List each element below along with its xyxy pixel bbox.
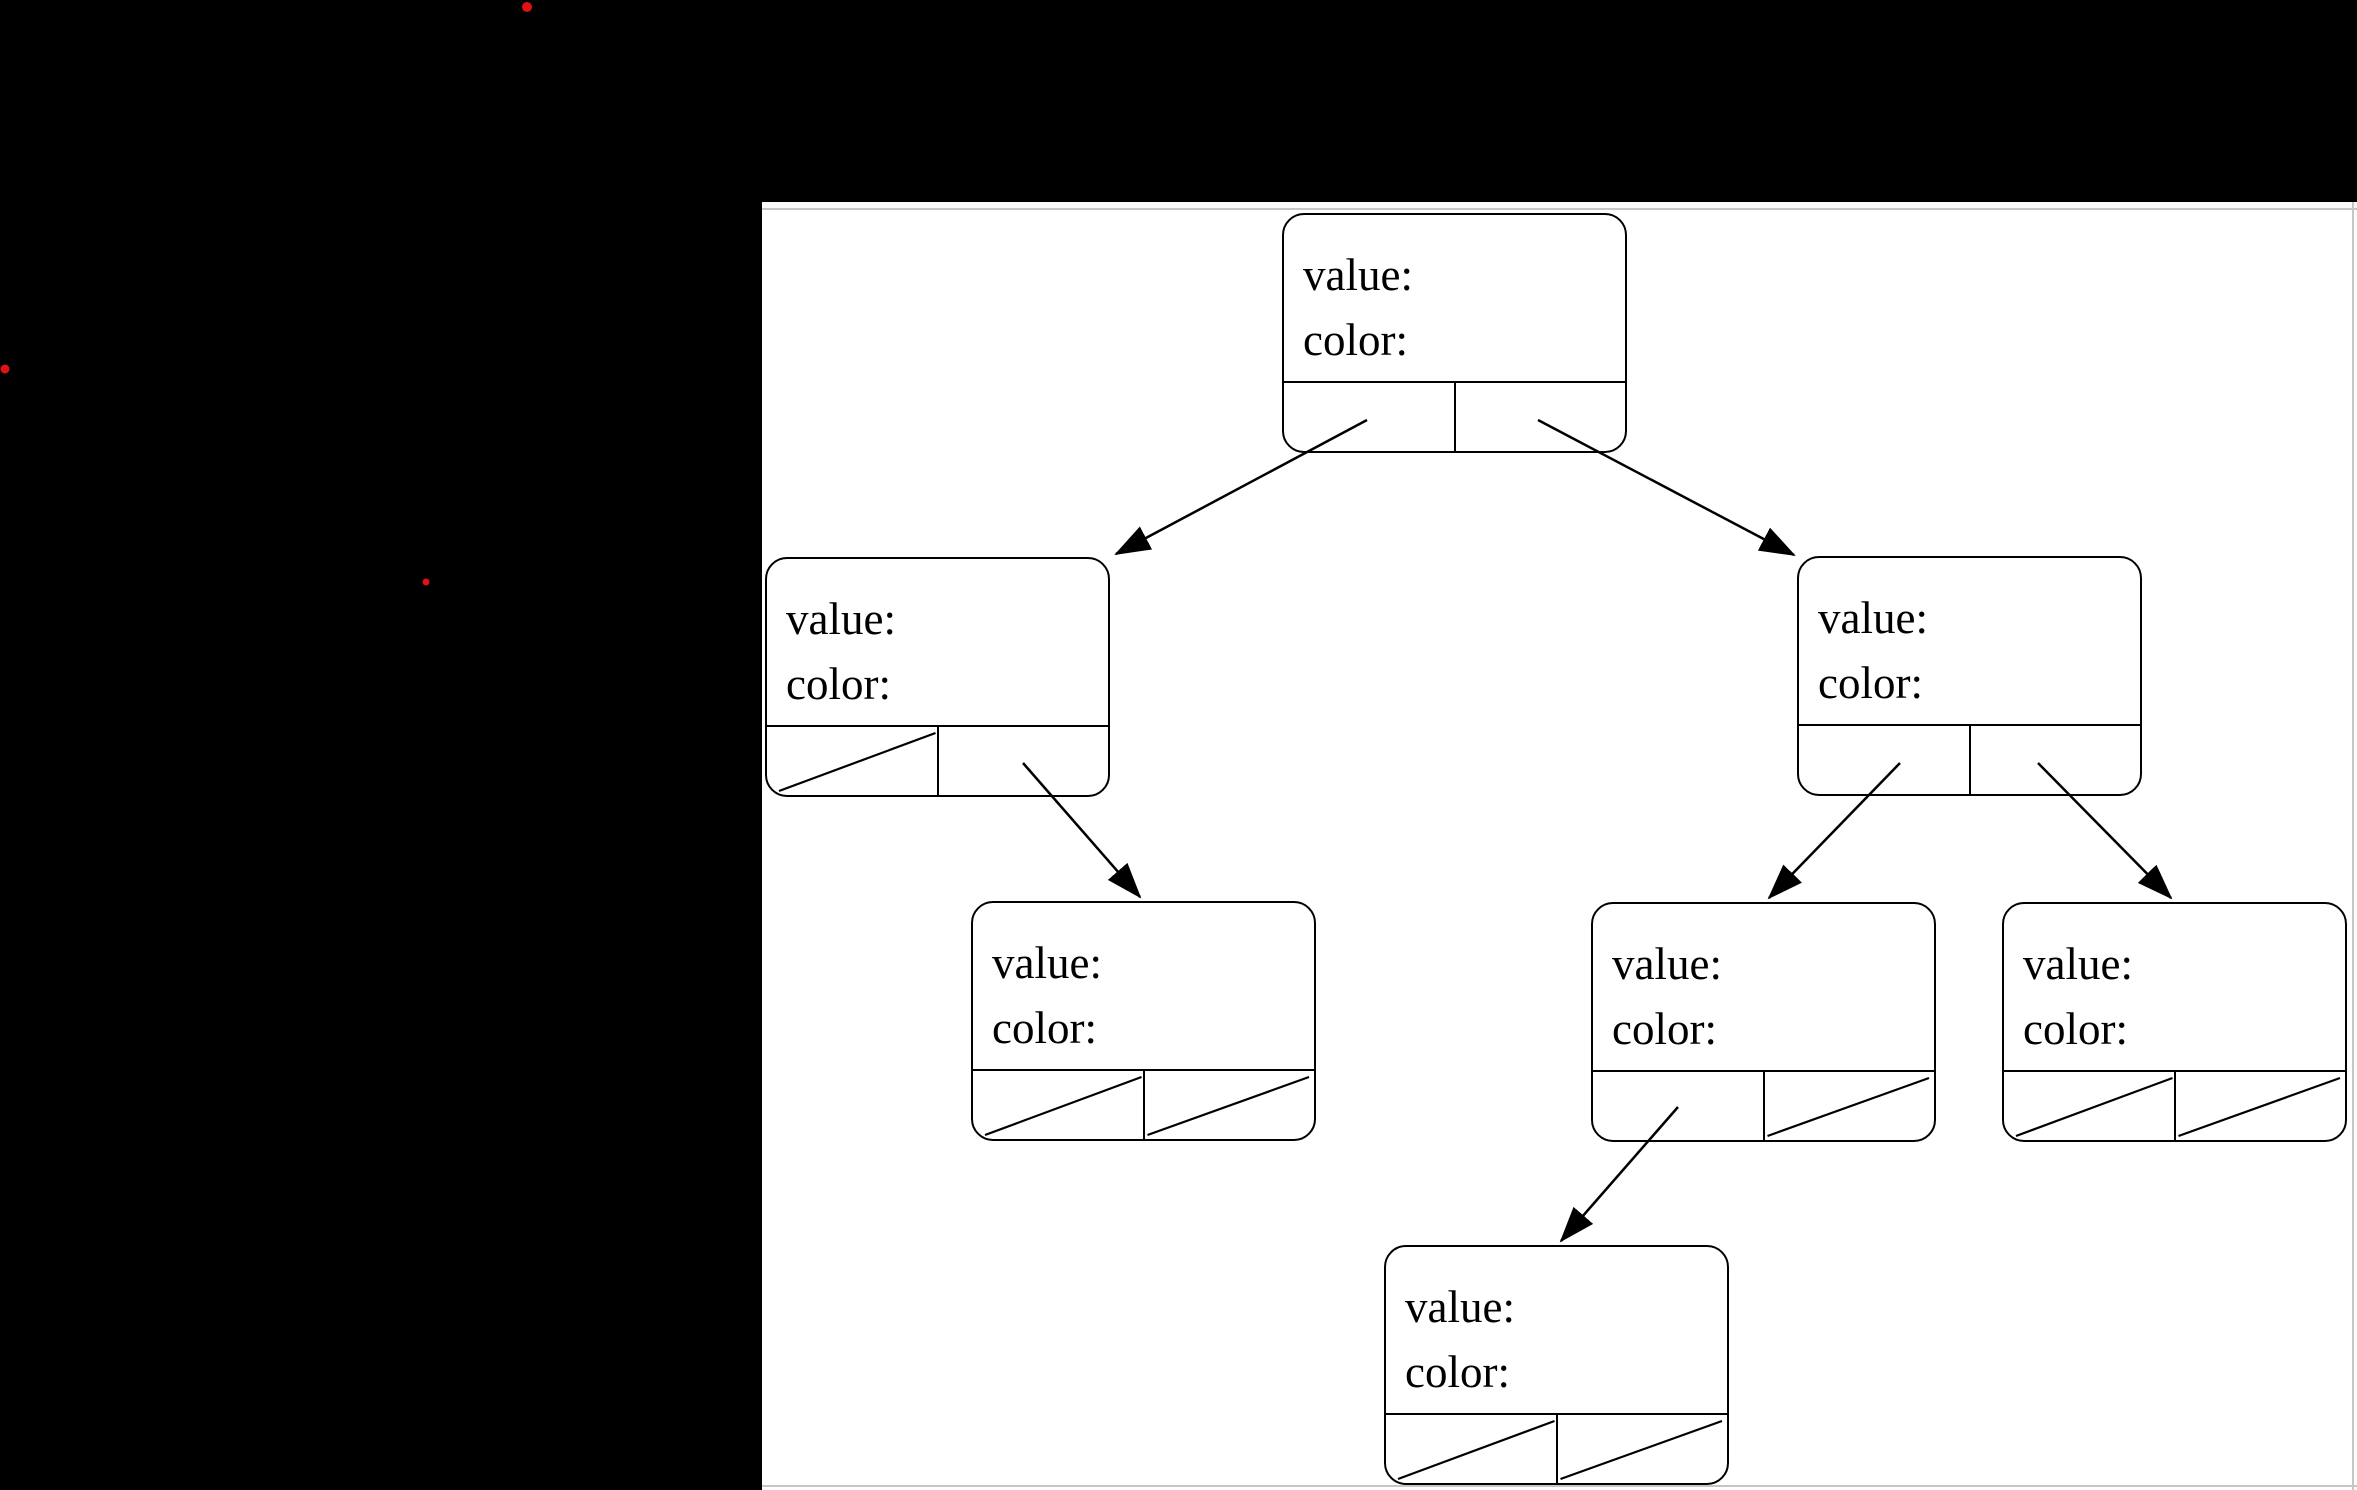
- right-pointer-cell: [1453, 383, 1626, 451]
- tree-node-left-right-grandchild: value: color:: [971, 901, 1316, 1141]
- left-pointer-cell: [1386, 1415, 1556, 1483]
- tree-node-right-right-grandchild: value: color:: [2002, 902, 2347, 1142]
- panel-bottom-hairline: [762, 1485, 2357, 1487]
- left-pointer-cell: [2004, 1072, 2174, 1140]
- red-dot-marker-2: [0, 364, 10, 374]
- right-pointer-cell: [1555, 1415, 1728, 1483]
- pointer-row: [1593, 1070, 1934, 1140]
- node-value-label: value:: [1303, 250, 1413, 300]
- red-dot-markers: [0, 2, 532, 586]
- pointer-row: [1799, 724, 2140, 794]
- node-value-label: value:: [1405, 1282, 1515, 1332]
- tree-node-bottom-node: value: color:: [1384, 1245, 1729, 1485]
- pointer-row: [767, 725, 1108, 795]
- node-color-label: color:: [1405, 1347, 1510, 1397]
- left-pointer-cell: [973, 1071, 1143, 1139]
- tree-node-right-left-grandchild: value: color:: [1591, 902, 1936, 1142]
- left-pointer-cell: [767, 727, 937, 795]
- right-pointer-cell: [1762, 1072, 1935, 1140]
- node-color-label: color:: [786, 659, 891, 709]
- panel-top-strip: [762, 202, 2357, 208]
- pointer-row: [1386, 1413, 1727, 1483]
- red-dot-marker-1: [522, 2, 532, 12]
- right-pointer-cell: [2173, 1072, 2346, 1140]
- node-color-label: color:: [992, 1003, 1097, 1053]
- tree-node-left-child: value: color:: [765, 557, 1110, 797]
- panel-top-hairline: [762, 208, 2357, 210]
- left-pointer-cell: [1284, 383, 1454, 451]
- panel-right-hairline: [2352, 202, 2354, 1490]
- node-value-label: value:: [2023, 939, 2133, 989]
- tree-node-root: value: color:: [1282, 213, 1627, 453]
- node-value-label: value:: [1612, 939, 1722, 989]
- tree-node-right-child: value: color:: [1797, 556, 2142, 796]
- left-pointer-cell: [1593, 1072, 1763, 1140]
- node-color-label: color:: [1818, 658, 1923, 708]
- node-value-label: value:: [1818, 593, 1928, 643]
- node-value-label: value:: [786, 594, 896, 644]
- right-pointer-cell: [1142, 1071, 1315, 1139]
- pointer-row: [973, 1069, 1314, 1139]
- right-pointer-cell: [1968, 726, 2141, 794]
- node-value-label: value:: [992, 938, 1102, 988]
- left-pointer-cell: [1799, 726, 1969, 794]
- node-color-label: color:: [2023, 1004, 2128, 1054]
- node-color-label: color:: [1303, 315, 1408, 365]
- pointer-row: [1284, 381, 1625, 451]
- pointer-row: [2004, 1070, 2345, 1140]
- red-dot-marker-3: [422, 578, 430, 586]
- node-color-label: color:: [1612, 1004, 1717, 1054]
- right-pointer-cell: [936, 727, 1109, 795]
